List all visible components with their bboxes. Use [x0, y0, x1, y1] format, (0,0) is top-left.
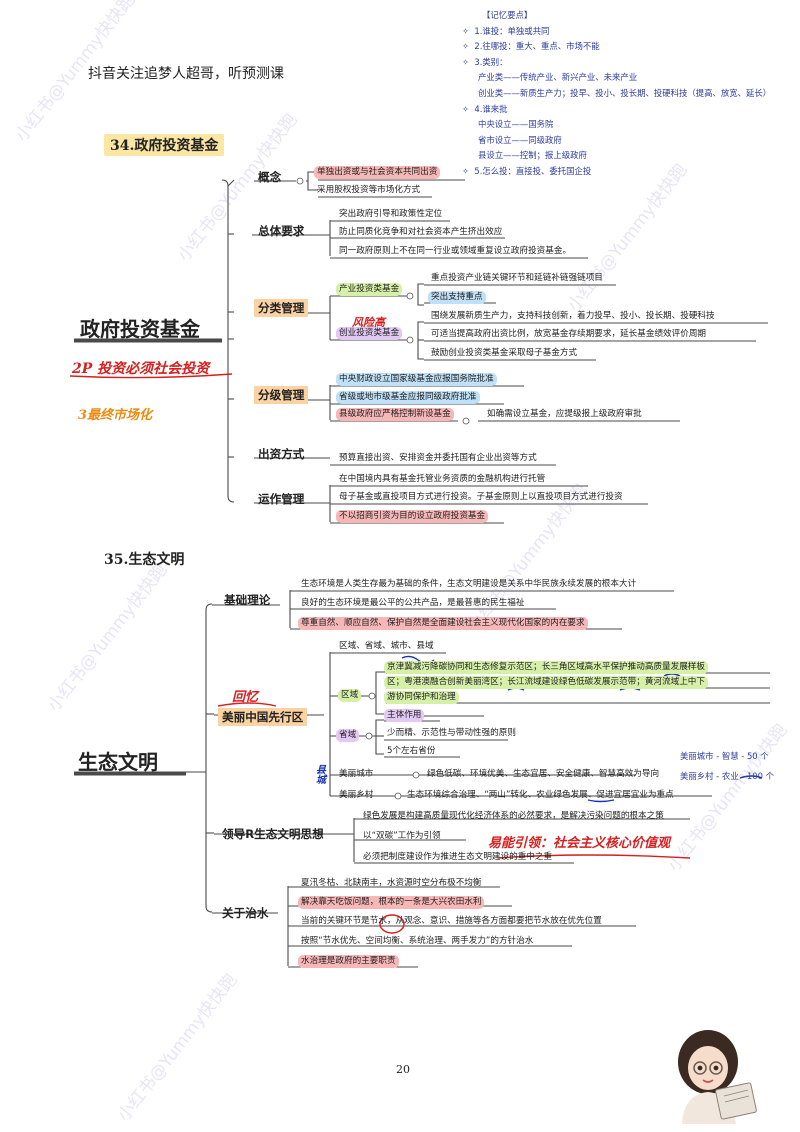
handwritten-note: 易能引领：社会主义核心价值观	[488, 836, 671, 851]
operation-item: 在中国境内具有基金托管业务资质的金融机构进行托管	[339, 474, 546, 484]
water-item: 解决靠天吃饭问题，根本的一条是大兴农田水利	[298, 896, 485, 909]
theory-item: 尊重自然、顺应自然、保护自然是全面建设社会主义现代化国家的内在要求	[298, 617, 588, 630]
province-label: 省域	[336, 729, 360, 742]
main-topic-35: 生态文明	[78, 750, 158, 774]
operation-item: 不以招商引资为目的设立政府投资基金	[336, 510, 489, 523]
province-item: 5个左右省份	[387, 746, 436, 756]
startup-fund-label: 创业投资类基金	[336, 327, 403, 340]
main-topic-34: 政府投资基金	[80, 317, 200, 341]
startup-item: 鼓励创业投资类基金采取母子基金方式	[431, 348, 578, 358]
theory-item: 良好的生态环境是最公平的公共产品，是最普惠的民生福祉	[301, 598, 525, 608]
branch-category: 分类管理	[254, 299, 309, 317]
section-35-title: 35.生态文明	[104, 552, 185, 568]
notes-item: ✧ 1.谁投：单独或共同	[462, 25, 550, 36]
village-text: 生态环境综合治理、“两山”转化、农业绿色发展、促进宜居宜业为重点	[407, 790, 674, 800]
handwritten-note: 县城	[316, 765, 326, 786]
notes-item: 创业类——新质生产力；投早、投小、投长期、投硬科技（提高、放宽、延长）	[478, 87, 772, 98]
industry-item: 突出支持重点	[428, 291, 486, 304]
branch-operation: 运作管理	[258, 492, 305, 506]
startup-item: 围绕发展新质生产力，支持科技创新，着力投早、投小、投长期、投硬科技	[431, 311, 715, 321]
branch-concept: 概念	[258, 170, 282, 184]
branch-funding: 出资方式	[258, 447, 305, 461]
leadership-item: 以“双碳”工作为引领	[363, 831, 441, 841]
water-item: 夏汛冬枯、北缺南丰，水资源时空分布极不均衡	[301, 878, 482, 888]
concept-item: 采用股权投资等市场化方式	[317, 185, 421, 195]
avatar	[664, 1024, 760, 1124]
grading-item: 中央财政设立国家级基金应报国务院批准	[336, 373, 497, 386]
pilot-levels: 区域、省域、城市、县域	[339, 641, 434, 651]
handwritten-note: 风险高	[352, 316, 385, 329]
village-count-note: 美丽乡村 - 农业 - 100 个	[680, 771, 774, 781]
notes-item: 中央设立——国务院	[478, 119, 554, 130]
leadership-item: 必须把制度建设作为推进生态文明建设的重中之重	[363, 852, 553, 862]
province-item: 主体作用	[384, 709, 425, 722]
concept-item: 单独出资或与社会资本共同出资	[314, 166, 441, 179]
leadership-item: 绿色发展是构建高质量现代化经济体系的必然要求，是解决污染问题的根本之策	[363, 811, 664, 821]
city-label: 美丽城市	[339, 769, 374, 779]
branch-water: 关于治水	[222, 906, 269, 920]
region-text: 游协同保护和治理	[384, 691, 459, 704]
city-count-note: 美丽城市 - 智慧 - 50 个	[680, 751, 769, 761]
grading-item: 省级或地市级基金应报同级政府批准	[336, 391, 480, 404]
region-text: 区；粤港澳融合创新美丽湾区；长江流域建设绿色低碳发展示范带；黄河流域上中下	[384, 676, 708, 689]
industry-item: 重点投资产业链关键环节和延链补链强链项目	[431, 273, 603, 283]
notes-item: ✧ 2.往哪投：重大、重点、市场不能	[462, 41, 600, 52]
notes-item: 省市设立——同级政府	[478, 134, 562, 145]
branch-theory: 基础理论	[224, 593, 271, 607]
handwritten-note: 3最终市场化	[78, 408, 153, 423]
branch-pilot: 美丽中国先行区	[218, 708, 308, 726]
notes-item: ✧ 3.类别：	[462, 56, 508, 67]
branch-overall: 总体要求	[258, 224, 305, 238]
overall-item: 防止同质化竞争和对社会资本产生挤出效应	[339, 227, 503, 237]
operation-item: 母子基金或直投项目方式进行投资。子基金原则上以直投项目方式进行投资	[339, 492, 623, 502]
page-number: 20	[396, 1063, 410, 1076]
funding-item: 预算直接出资、安排资金并委托国有企业出资等方式	[339, 453, 537, 463]
city-text: 绿色低碳、环境优美、生态宜居、安全健康、智慧高效为导向	[427, 769, 660, 779]
region-text: 京津冀减污降碳协同和生态修复示范区；长三角区域高水平保护推动高质量发展样板	[384, 661, 708, 674]
notes-item: 县设立——控制；报上级政府	[478, 150, 587, 161]
handwritten-note: 回忆	[232, 690, 259, 705]
region-label: 区域	[338, 689, 362, 702]
branch-leadership: 领导R生态文明思想	[222, 827, 324, 841]
grading-item: 县级政府应严格控制新设基金	[336, 408, 454, 421]
water-item: 当前的关键环节是节水，从观念、意识、措施等各方面都要把节水放在优先位置	[301, 916, 602, 926]
startup-item: 可适当提高政府出资比例，放宽基金存续期要求，延长基金绩效评价周期	[431, 329, 707, 339]
avatar-illustration	[678, 1030, 757, 1124]
section-34-title: 34.政府投资基金	[104, 134, 225, 156]
water-item: 水治理是政府的主要职责	[298, 955, 399, 968]
handwritten-note: 2P 投资必须社会投资	[72, 361, 210, 377]
memory-notes: 【记忆要点】 ✧ 1.谁投：单独或共同 ✧ 2.往哪投：重大、重点、市场不能 ✧…	[462, 8, 792, 180]
notes-item: ✧ 4.谁来批	[462, 103, 508, 114]
branch-grading: 分级管理	[254, 386, 309, 404]
notes-item: ✧ 5.怎么投：直接投、委托国企投	[462, 165, 592, 176]
industry-fund-label: 产业投资类基金	[336, 283, 403, 296]
province-item: 少而精、示范性与带动性强的原则	[387, 728, 516, 738]
notes-item: 产业类——传统产业、新兴产业、未来产业	[478, 72, 638, 83]
promo-header: 抖音关注追梦人超哥，听预测课	[88, 66, 284, 82]
water-item: 按照“节水优先、空间均衡、系统治理、两手发力”的方针治水	[301, 936, 534, 946]
notes-title: 【记忆要点】	[482, 10, 533, 20]
theory-item: 生态环境是人类生存最为基础的条件，生态文明建设是关系中华民族永续发展的根本大计	[301, 579, 637, 589]
overall-item: 同一政府原则上不在同一行业或领域重复设立政府投资基金。	[339, 246, 572, 256]
village-label: 美丽乡村	[339, 790, 374, 800]
grading-item: 如确需设立基金，应提级报上级政府审批	[487, 409, 642, 419]
overall-item: 突出政府引导和政策性定位	[339, 209, 443, 219]
